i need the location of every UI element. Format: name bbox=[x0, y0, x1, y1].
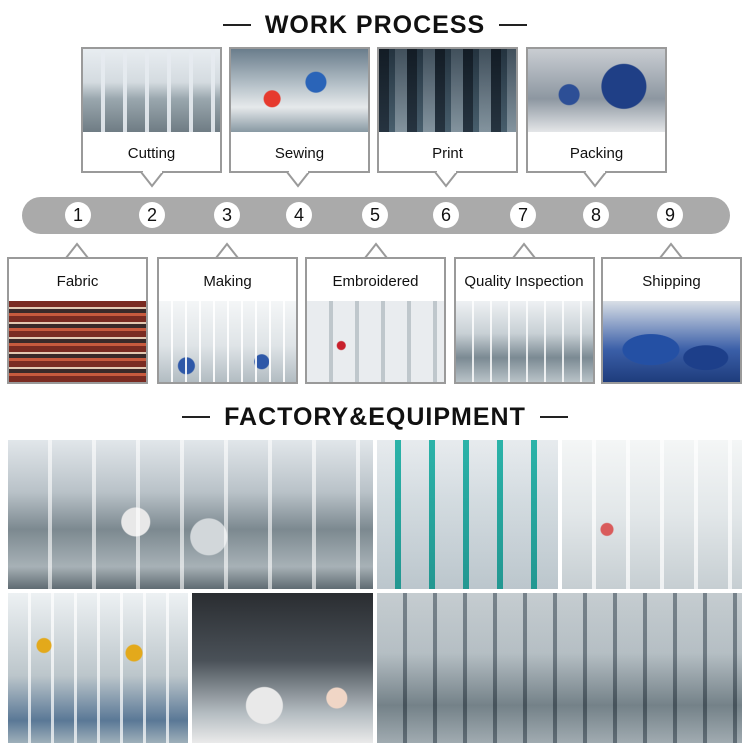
factory-heading: FACTORY&EQUIPMENT bbox=[0, 401, 750, 433]
step-number-9: 9 bbox=[657, 202, 683, 228]
factory-photo-machine-operator bbox=[192, 593, 373, 743]
embroidered-photo bbox=[307, 301, 444, 382]
step-number-6: 6 bbox=[433, 202, 459, 228]
step-label: Fabric bbox=[56, 272, 99, 290]
making-photo bbox=[159, 301, 296, 382]
step-card-fabric: Fabric bbox=[7, 257, 148, 384]
step-card-embroidered: Embroidered bbox=[305, 257, 446, 384]
step-number-2: 2 bbox=[139, 202, 165, 228]
step-label: Cutting bbox=[127, 144, 176, 162]
pointer-down-sewing bbox=[286, 171, 310, 188]
pointer-up-quality bbox=[512, 242, 536, 259]
factory-photo-sewing-floor bbox=[8, 440, 373, 589]
pointer-down-cutting bbox=[140, 171, 164, 188]
quality-inspection-photo bbox=[456, 301, 593, 382]
step-label: Embroidered bbox=[332, 272, 419, 290]
step-number-7: 7 bbox=[510, 202, 536, 228]
pointer-up-shipping bbox=[659, 242, 683, 259]
title-dash-right bbox=[539, 416, 568, 418]
shipping-photo bbox=[603, 301, 740, 382]
factory-photo-embroidery-machines bbox=[377, 440, 558, 589]
step-label: Shipping bbox=[642, 272, 701, 290]
step-number-5: 5 bbox=[362, 202, 388, 228]
factory-title: FACTORY&EQUIPMENT bbox=[224, 402, 526, 431]
step-label: Making bbox=[203, 272, 252, 290]
step-number-8: 8 bbox=[583, 202, 609, 228]
pointer-up-embroidered bbox=[364, 242, 388, 259]
work-process-heading: WORK PROCESS bbox=[0, 9, 750, 41]
title-dash-left bbox=[222, 24, 251, 26]
step-label: Quality Inspection bbox=[464, 272, 584, 290]
print-photo bbox=[379, 49, 516, 132]
title-dash-right bbox=[499, 24, 528, 26]
step-number-3: 3 bbox=[214, 202, 240, 228]
step-label: Print bbox=[432, 144, 463, 162]
cutting-photo bbox=[83, 49, 220, 132]
pointer-up-fabric bbox=[65, 242, 89, 259]
step-card-making: Making bbox=[157, 257, 298, 384]
packing-photo bbox=[528, 49, 665, 132]
step-label: Packing bbox=[569, 144, 624, 162]
pointer-down-print bbox=[434, 171, 458, 188]
step-card-cutting: Cutting bbox=[81, 47, 222, 173]
work-process-title: WORK PROCESS bbox=[264, 10, 486, 39]
factory-photo-weaving-looms bbox=[377, 593, 742, 743]
step-card-shipping: Shipping bbox=[601, 257, 742, 384]
pointer-down-packing bbox=[583, 171, 607, 188]
factory-photo-cutting-table bbox=[562, 440, 742, 589]
fabric-photo bbox=[9, 301, 146, 382]
factory-photo-hanging-line bbox=[8, 593, 188, 743]
title-dash-left bbox=[182, 416, 211, 418]
step-card-print: Print bbox=[377, 47, 518, 173]
step-number-4: 4 bbox=[286, 202, 312, 228]
step-number-1: 1 bbox=[65, 202, 91, 228]
step-card-packing: Packing bbox=[526, 47, 667, 173]
pointer-up-making bbox=[215, 242, 239, 259]
step-card-quality-inspection: Quality Inspection bbox=[454, 257, 595, 384]
sewing-photo bbox=[231, 49, 368, 132]
step-label: Sewing bbox=[274, 144, 325, 162]
